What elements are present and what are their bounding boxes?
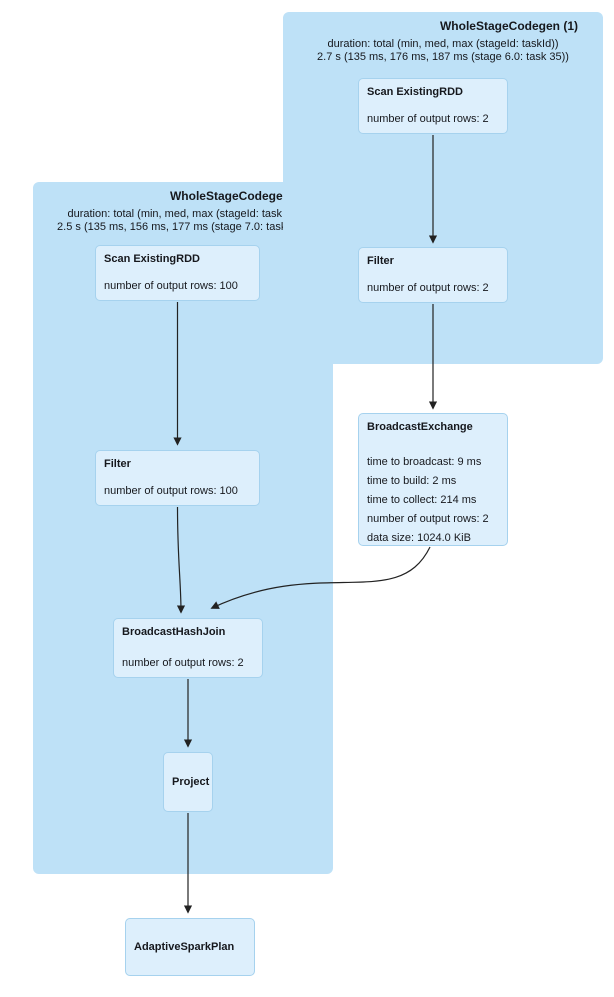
node-broadcastexchange-metrics: time to broadcast: 9 ms time to build: 2… [367,453,499,548]
node-scan2-metric: number of output rows: 100 [104,280,238,292]
node-scan1-title: Scan ExistingRDD [367,86,463,98]
node-broadcastexchange-title: BroadcastExchange [367,421,473,433]
node-filter2-metric: number of output rows: 100 [104,485,238,497]
cluster-1-duration-line2: 2.7 s (135 ms, 176 ms, 187 ms (stage 6.0… [317,51,569,63]
node-scan-existingrdd-2: Scan ExistingRDD number of output rows: … [95,245,260,301]
cluster-1-duration: duration: total (min, med, max (stageId:… [283,38,603,64]
cluster-2-duration-line1: duration: total (min, med, max (stageId:… [67,208,299,220]
node-scan1-metric: number of output rows: 2 [367,113,489,125]
node-adaptive-title: AdaptiveSparkPlan [134,940,235,953]
node-filter-2: Filter number of output rows: 100 [95,450,260,506]
metric-output-rows: number of output rows: 2 [367,513,489,525]
node-filter-1: Filter number of output rows: 2 [358,247,508,303]
node-broadcastexchange: BroadcastExchange time to broadcast: 9 m… [358,413,508,546]
node-scan2-title: Scan ExistingRDD [104,253,200,265]
node-scan-existingrdd-1: Scan ExistingRDD number of output rows: … [358,78,508,134]
node-project: Project [163,752,213,812]
node-join-title: BroadcastHashJoin [122,626,226,638]
cluster-2-duration-line2: 2.5 s (135 ms, 156 ms, 177 ms (stage 7.0… [57,221,309,233]
node-project-title: Project [172,775,210,788]
cluster-wholestagecodegen-1: WholeStageCodegen (1) duration: total (m… [283,12,603,364]
node-filter1-title: Filter [367,255,394,267]
cluster-2-title: WholeStageCodegen (2) [169,189,308,203]
node-filter2-title: Filter [104,458,131,470]
node-adaptivesparkplan: AdaptiveSparkPlan [125,918,255,976]
node-broadcasthashjoin: BroadcastHashJoin number of output rows:… [113,618,263,678]
metric-time-to-broadcast: time to broadcast: 9 ms [367,456,482,468]
cluster-1-title: WholeStageCodegen (1) [439,19,578,33]
node-filter1-metric: number of output rows: 2 [367,282,489,294]
node-join-metric: number of output rows: 2 [122,657,244,669]
cluster-2-duration: duration: total (min, med, max (stageId:… [33,208,333,234]
cluster-1-duration-line1: duration: total (min, med, max (stageId:… [327,38,559,50]
metric-time-to-collect: time to collect: 214 ms [367,494,477,506]
metric-data-size: data size: 1024.0 KiB [367,532,471,544]
metric-time-to-build: time to build: 2 ms [367,475,457,487]
